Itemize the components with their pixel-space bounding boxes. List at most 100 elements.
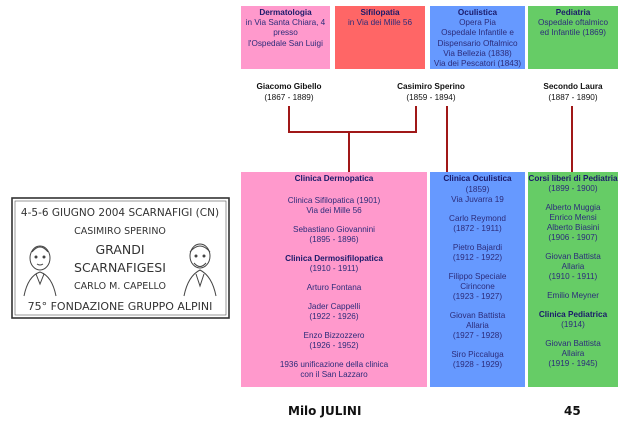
box-line: Dispensario Oftalmico	[437, 38, 518, 48]
box-oculistica: Oculistica Opera Pia Ospedale Infantile …	[430, 6, 525, 69]
entry-line: (1899 - 1900)	[548, 184, 598, 193]
stamp-grandi: GRANDI	[95, 242, 144, 257]
entry-line: con il San Lazzaro	[300, 370, 368, 379]
column-entry: Clinica Dermosifilopatica	[241, 254, 427, 264]
person-dates: (1867 - 1889)	[264, 92, 314, 102]
entry-line: (1906 - 1907)	[548, 233, 598, 242]
column-pediatria: Corsi liberi di Pediatria (1899 - 1900) …	[528, 172, 618, 387]
box-line: ed Infantile (1869)	[540, 28, 606, 38]
stamp-capello: CARLO M. CAPELLO	[74, 281, 166, 292]
column-entry: Giovan Battista Allaira (1919 - 1945)	[528, 339, 618, 369]
footer-author: Milo JULINI	[288, 404, 362, 418]
person-name: Giacomo Gibello	[256, 82, 322, 91]
entry-line: 1936 unificazione della clinica	[279, 360, 389, 369]
entry-line: Enrico Mensi	[549, 213, 597, 222]
box-title: Pediatria	[555, 8, 591, 17]
connector-line	[446, 106, 448, 172]
stamp-border	[11, 197, 230, 319]
connector-line	[348, 131, 350, 172]
box-line: l'Ospedale San Luigi	[248, 38, 323, 48]
entry-line: Alberto Biasini	[546, 223, 600, 232]
entry-line: (1910 - 1911)	[548, 272, 598, 281]
box-line: Via dei Pescatori (1843)	[433, 59, 522, 69]
box-line: Opera Pia	[459, 18, 496, 28]
entry-line: Emilio Meyner	[547, 291, 599, 300]
column-entry: (1910 - 1911)	[241, 264, 427, 274]
entry-line: (1926 - 1952)	[309, 341, 359, 350]
person-dates: (1887 - 1890)	[548, 92, 598, 102]
entry-line: (1923 - 1927)	[452, 292, 503, 301]
entry-line: Via dei Mille 56	[306, 206, 362, 215]
box-title: Dermatologia	[259, 8, 312, 17]
column-entry: Pietro Bajardi (1912 - 1922)	[430, 243, 525, 263]
person-laura: Secondo Laura (1887 - 1890)	[528, 82, 618, 103]
column-entry: Giovan Battista Allaria (1927 - 1928)	[430, 311, 525, 341]
stamp-date-line: 4-5-6 GIUGNO 2004 SCARNAFIGI (CN)	[21, 207, 219, 219]
column-entry: (1859) Via Juvarra 19	[430, 185, 525, 205]
box-line: presso	[273, 28, 298, 38]
column-oculistica: Clinica Oculistica (1859) Via Juvarra 19…	[430, 172, 525, 387]
postmark-stamp: 4-5-6 GIUGNO 2004 SCARNAFIGI (CN) CASIMI…	[11, 197, 230, 319]
connector-line	[415, 106, 417, 132]
stamp-inner-border	[14, 200, 227, 316]
entry-line: Pietro Bajardi	[452, 243, 503, 252]
column-entry: Emilio Meyner	[528, 291, 618, 301]
stamp-scarnafigesi: SCARNAFIGESI	[74, 260, 166, 275]
entry-line: Allaira	[561, 349, 585, 358]
stamp-bottom-line: 75° FONDAZIONE GRUPPO ALPINI	[28, 300, 213, 313]
column-entry: Clinica Sifilopatica (1901) Via dei Mill…	[241, 196, 427, 216]
stamp-name-line: CASIMIRO SPERINO	[74, 226, 166, 237]
column-entry: Siro Piccaluga (1928 - 1929)	[430, 350, 525, 370]
column-entry: Filippo Speciale Cirincone (1923 - 1927)	[430, 272, 525, 302]
entry-line: (1859)	[465, 185, 490, 194]
column-entry: (1899 - 1900)	[528, 184, 618, 194]
column-entry: Jader Cappelli (1922 - 1926)	[241, 302, 427, 322]
box-sifilopatia: Sifilopatia in Via dei Mille 56	[335, 6, 425, 69]
person-gibello: Giacomo Gibello (1867 - 1889)	[244, 82, 334, 103]
entry-line: (1872 - 1911)	[453, 224, 502, 233]
entry-line: (1922 - 1926)	[309, 312, 359, 321]
box-dermatologia: Dermatologia in Via Santa Chiara, 4 pres…	[241, 6, 330, 69]
entry-line: Arturo Fontana	[306, 283, 362, 292]
column-title: Clinica Oculistica	[443, 174, 512, 183]
column-entry: Alberto Muggia Enrico Mensi Alberto Bias…	[528, 203, 618, 243]
connector-line	[571, 106, 573, 172]
entry-line: Giovan Battista	[545, 339, 601, 348]
box-title: Sifilopatia	[360, 8, 400, 17]
box-line: in Via Santa Chiara, 4	[245, 18, 326, 28]
entry-line: Giovan Battista	[449, 311, 506, 320]
entry-line: (1928 - 1929)	[452, 360, 503, 369]
box-line: Ospedale Infantile e	[441, 28, 514, 38]
column-dermopatica: Clinica Dermopatica Clinica Sifilopatica…	[241, 172, 427, 387]
entry-line: Alberto Muggia	[545, 203, 601, 212]
entry-line: Filippo Speciale	[448, 272, 507, 281]
entry-line: Siro Piccaluga	[451, 350, 504, 359]
column-entry: Arturo Fontana	[241, 283, 427, 293]
box-title: Oculistica	[457, 8, 498, 17]
connector-line	[288, 131, 417, 133]
column-entry: Carlo Reymond (1872 - 1911)	[430, 214, 525, 234]
entry-line: (1912 - 1922)	[452, 253, 503, 262]
box-line: in Via dei Mille 56	[347, 18, 413, 28]
entry-line: Clinica Dermosifilopatica	[285, 254, 383, 263]
entry-line: Jader Cappelli	[307, 302, 361, 311]
connector-line	[288, 106, 290, 132]
box-pediatria: Pediatria Ospedale oftalmico ed Infantil…	[528, 6, 618, 69]
entry-line: Enzo Bizzozzero	[303, 331, 365, 340]
entry-line: (1910 - 1911)	[309, 264, 359, 273]
entry-line: Cirincone	[460, 282, 495, 291]
person-sperino: Casimiro Sperino (1859 - 1894)	[383, 82, 479, 103]
box-line: Ospedale oftalmico	[537, 18, 609, 28]
footer-page-number: 45	[564, 404, 581, 418]
column-title: Clinica Dermopatica	[294, 174, 374, 183]
entry-line: Clinica Pediatrica	[538, 310, 608, 319]
portrait-right-icon	[183, 243, 217, 297]
person-name: Secondo Laura	[543, 82, 603, 91]
person-name: Casimiro Sperino	[397, 82, 465, 91]
person-dates: (1859 - 1894)	[406, 92, 456, 102]
entry-line: (1895 - 1896)	[309, 235, 359, 244]
column-entry: (1914)	[528, 320, 618, 330]
column-entry: Clinica Pediatrica	[528, 310, 618, 320]
column-entry: Enzo Bizzozzero (1926 - 1952)	[241, 331, 427, 351]
entry-line: Giovan Battista	[545, 252, 601, 261]
